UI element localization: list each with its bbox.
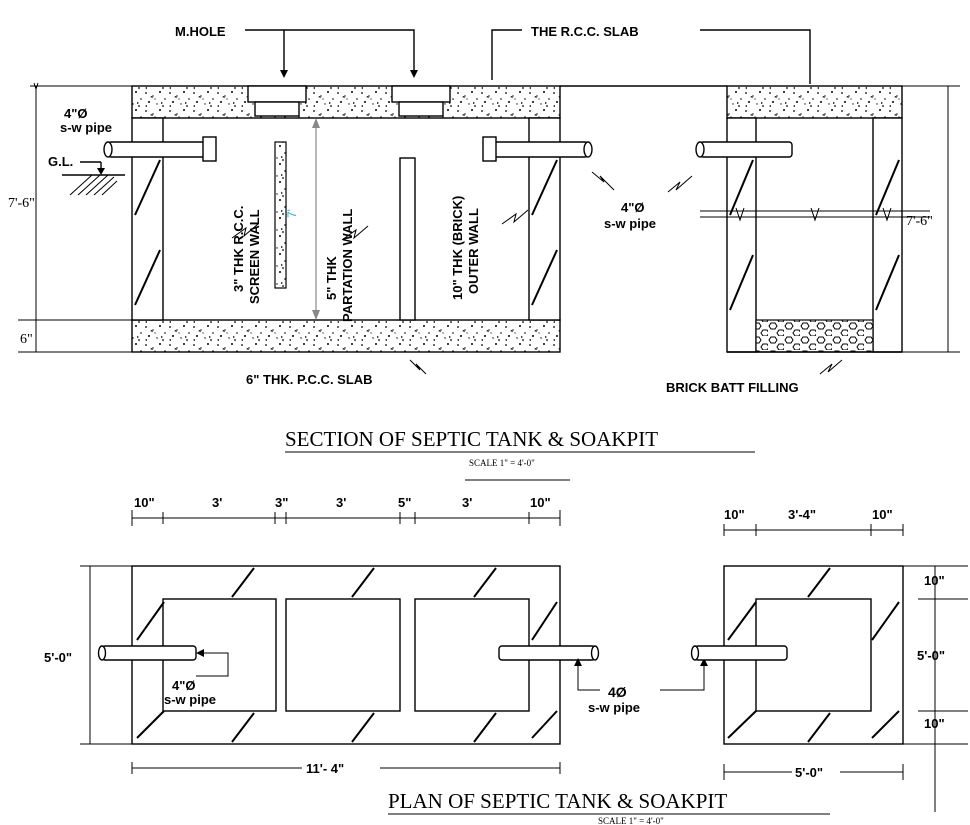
plan-dim-6: 3' [462, 495, 472, 510]
partition-label-1: 5" THK [324, 256, 339, 300]
soak-dim-2: 3'-4" [788, 507, 816, 522]
soak-length-label: 5'-0" [795, 765, 823, 780]
pcc-slab-label: 6" THK. P.C.C. SLAB [246, 372, 373, 387]
plan-pipe-size-mid: 4Ø [608, 684, 627, 700]
outer-wall-label-1: 10" THK (BRICK) [450, 196, 465, 300]
partition-wall [399, 157, 416, 321]
plan-chamber-2 [285, 598, 401, 712]
wall-hatch [134, 159, 558, 306]
plan-pipe-size-left: 4"Ø [172, 678, 196, 693]
left-base-label: 6" [20, 332, 33, 347]
brick-batt-label: BRICK BATT FILLING [666, 380, 799, 395]
ground-level [62, 161, 125, 196]
plan-outlet-pipe [498, 645, 596, 661]
section-scale: SCALE 1" = 4'-0" [469, 458, 535, 468]
right-height-label: 7'-6" [906, 214, 933, 229]
plan-dim-4: 3' [336, 495, 346, 510]
soak-right-dim-1: 10" [924, 573, 945, 588]
soak-dim-3: 10" [872, 507, 893, 522]
plan-dim-5: 5" [398, 495, 411, 510]
plan-title: PLAN OF SEPTIC TANK & SOAKPIT [388, 789, 727, 813]
plan-dim-2: 3' [212, 495, 222, 510]
outlet-pipe [482, 136, 593, 162]
pcc-bottom-slab [131, 319, 561, 353]
manhole-label: M.HOLE [175, 24, 226, 39]
soakpit-section [695, 85, 930, 353]
screen-wall-label-2: SCREEN WALL [247, 209, 262, 304]
ground-level-label: G.L. [48, 154, 73, 169]
plan-view: 10" 3' 3" 3' 5" 3' 10" [44, 495, 968, 825]
soak-right-dim-3: 10" [924, 716, 945, 731]
soak-wall-hatch [727, 567, 900, 743]
plan-length-label: 11'- 4" [306, 761, 344, 776]
inner-height-label: 7' [285, 209, 299, 218]
mid-pipe-size: 4"Ø [621, 200, 645, 215]
plan-inlet-pipe [101, 645, 197, 661]
soak-right-dimension [903, 565, 968, 812]
soak-dim-1: 10" [724, 507, 745, 522]
plan-leaders [196, 652, 705, 691]
plan-dim-1: 10" [134, 495, 155, 510]
rcc-slab-label: THE R.C.C. SLAB [531, 24, 639, 39]
right-height-dimension [902, 85, 960, 353]
leader-lines [30, 29, 811, 87]
soak-right-dim-2: 5'-0" [917, 648, 945, 663]
mid-pipe-text: s-w pipe [604, 216, 656, 231]
plan-scale: SCALE 1" = 4'-0" [598, 816, 664, 825]
outer-wall-label-2: OUTER WALL [466, 208, 481, 294]
section-view: 7' [8, 24, 960, 481]
section-title: SECTION OF SEPTIC TANK & SOAKPIT [285, 427, 658, 451]
zigzag-leaders [231, 171, 843, 375]
plan-dim-7: 10" [530, 495, 551, 510]
plan-pipe-text-left: s-w pipe [164, 692, 216, 707]
plan-top-dimension [131, 510, 561, 526]
plan-dim-3: 3" [275, 495, 288, 510]
plan-wall-hatch [136, 567, 558, 743]
brick-batt-fill [755, 319, 874, 353]
inlet-pipe-size: 4"Ø [64, 106, 88, 121]
plan-width-label: 5'-0" [44, 650, 72, 665]
left-height-label: 7'-6" [8, 196, 35, 211]
inner-height-dimension [312, 118, 320, 320]
rcc-top-slab [131, 85, 561, 119]
manhole-openings [247, 85, 451, 117]
plan-width-dimension [80, 565, 132, 745]
inlet-pipe-text: s-w pipe [60, 120, 112, 135]
screen-wall [274, 141, 287, 289]
plan-soak-pipe [694, 645, 788, 661]
screen-wall-label-1: 3" THK R.C.C. [231, 206, 246, 292]
partition-label-2: PARTATION WALL [340, 209, 355, 322]
plan-pipe-text-mid: s-w pipe [588, 700, 640, 715]
soak-top-dimension [723, 524, 904, 536]
left-height-dimension [18, 82, 132, 353]
inlet-pipe [103, 136, 217, 162]
